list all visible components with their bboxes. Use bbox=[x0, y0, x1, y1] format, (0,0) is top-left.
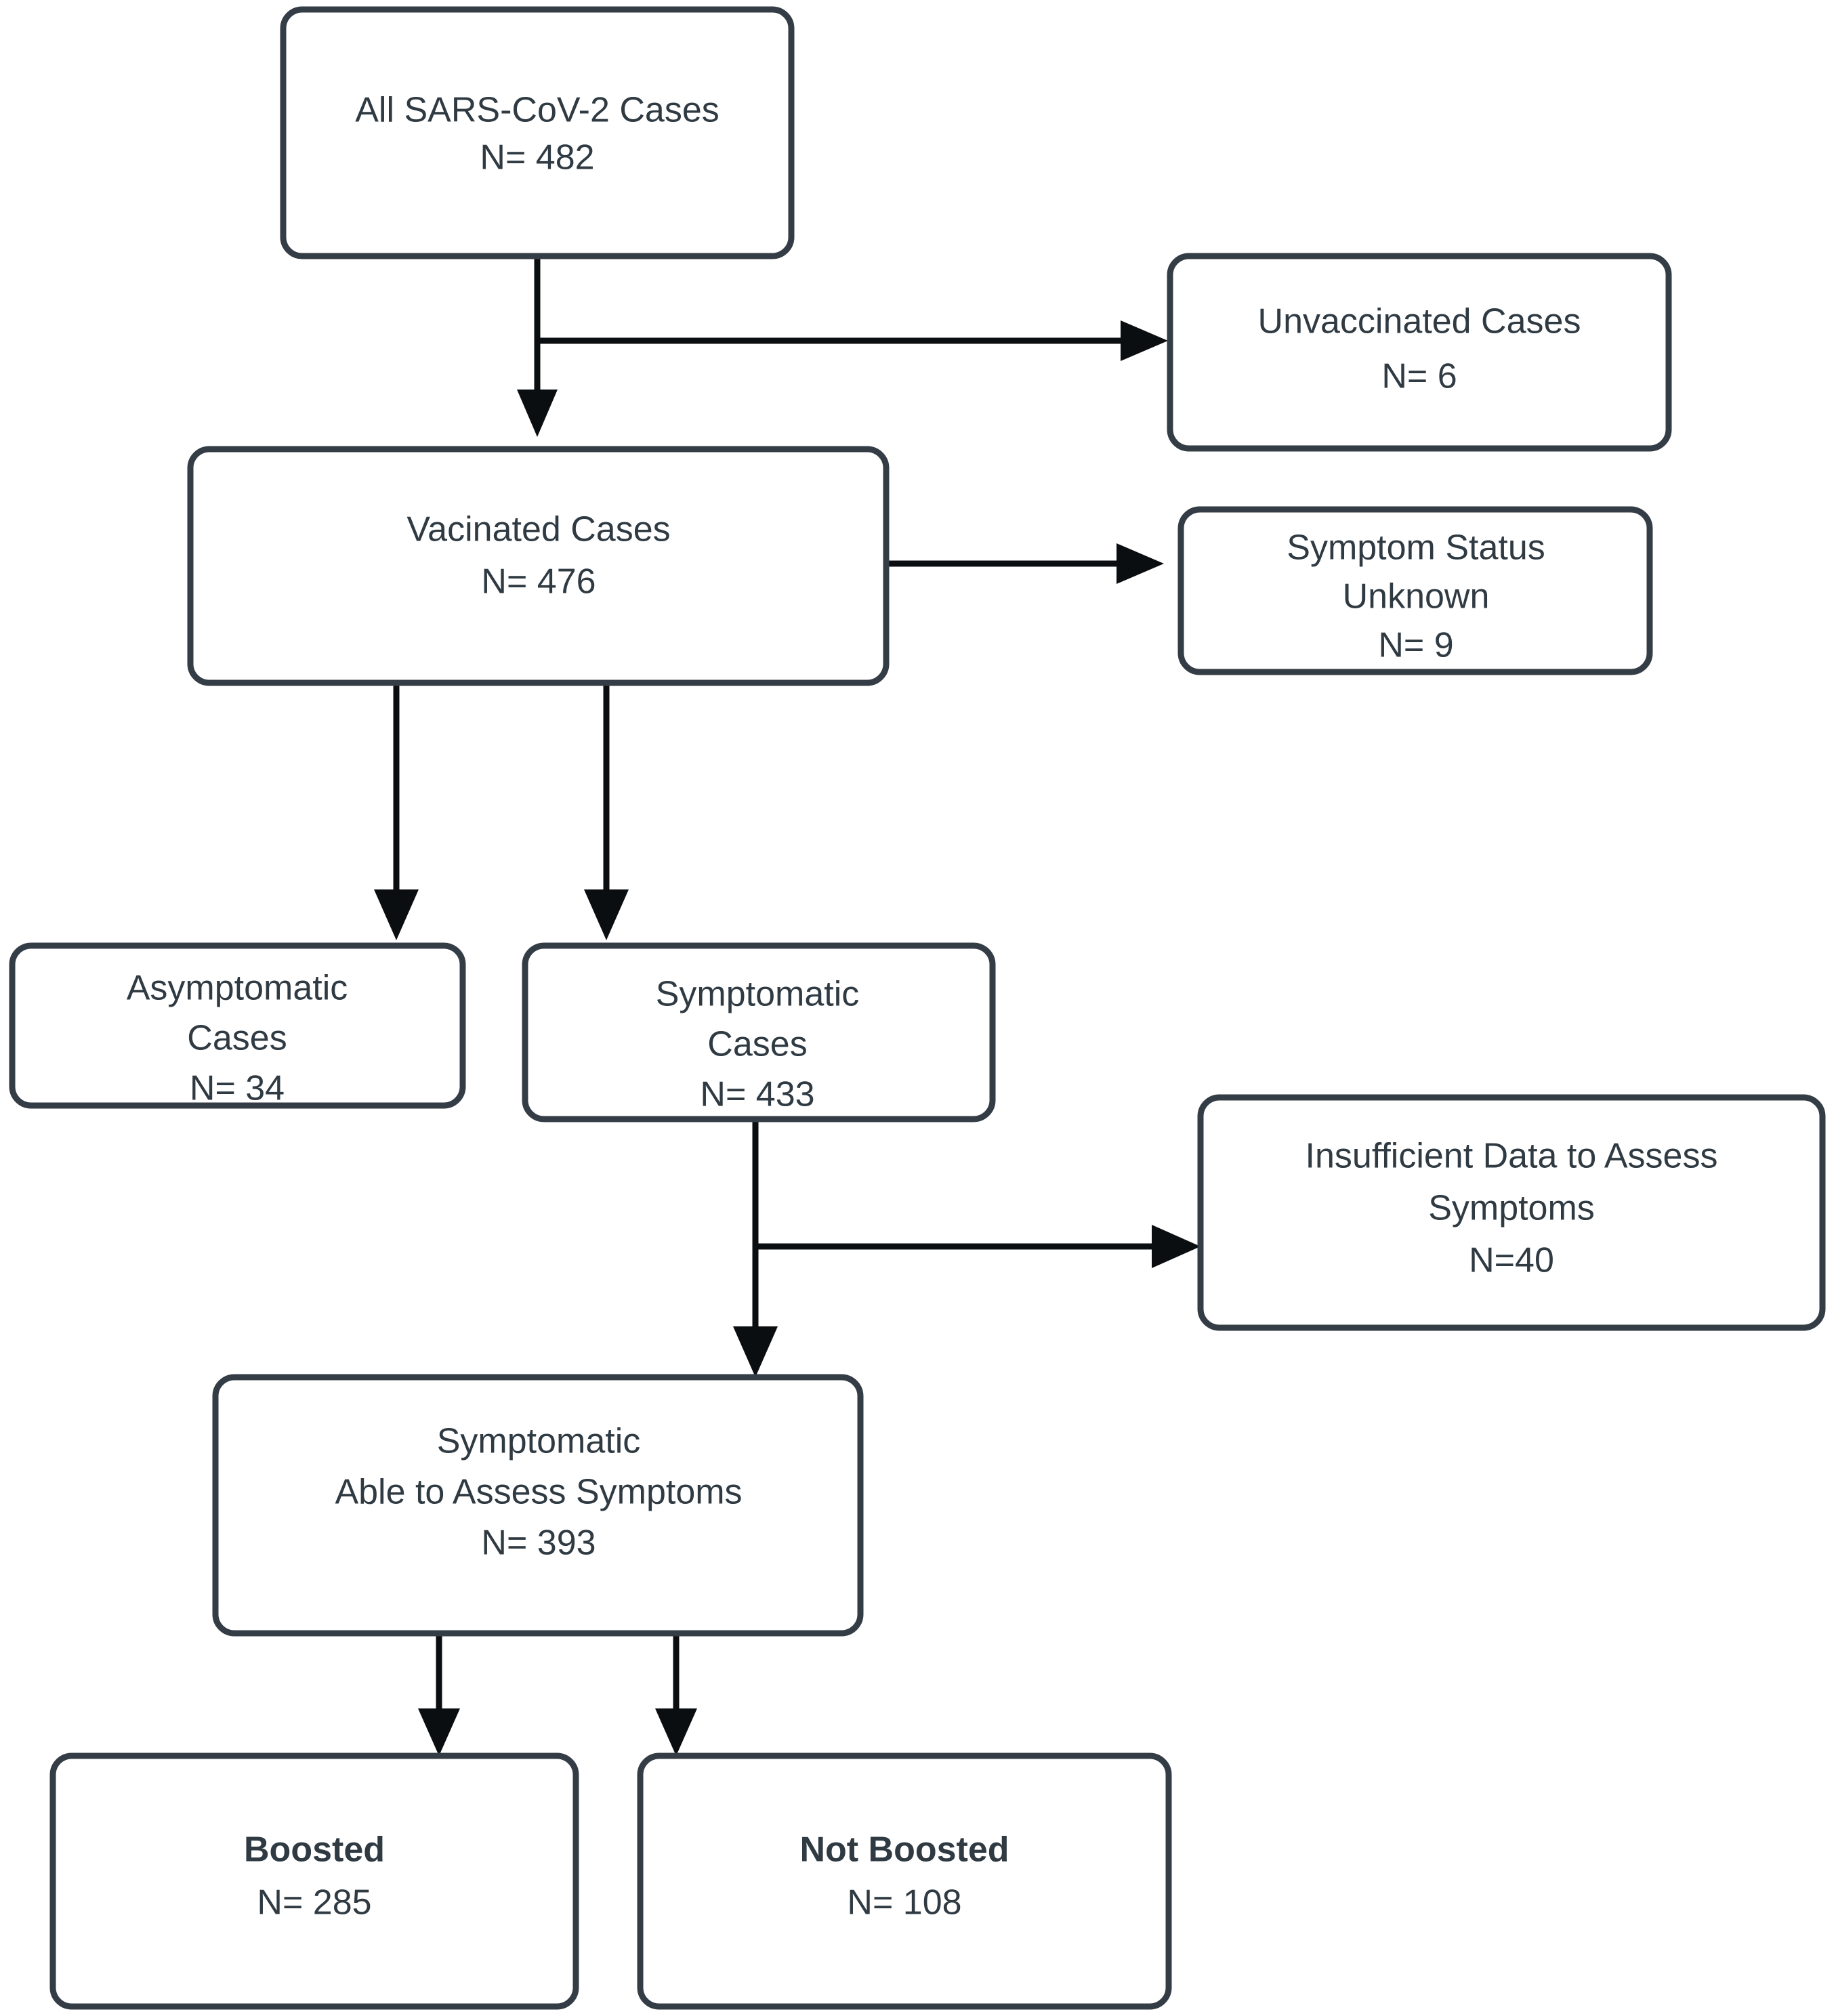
edge-vaccinated-to-unknown bbox=[886, 543, 1164, 584]
node-symptom-status-unknown[interactable]: Symptom Status Unknown N= 9 bbox=[1177, 506, 1653, 675]
node-unknown-line-2: N= 9 bbox=[1378, 626, 1453, 665]
node-unvaccinated-box[interactable] bbox=[1167, 253, 1672, 452]
node-vaccinated-box[interactable] bbox=[187, 446, 890, 686]
node-assessable-line-2: N= 393 bbox=[481, 1524, 596, 1563]
node-assessable-line-1: Able to Assess Symptoms bbox=[335, 1473, 742, 1512]
edge-symptomatic-to-assessable bbox=[733, 1119, 778, 1377]
node-boosted[interactable]: Boosted N= 285 bbox=[49, 1752, 579, 2010]
node-symptomatic-box[interactable] bbox=[522, 942, 996, 1122]
node-unvaccinated-line-1: N= 6 bbox=[1381, 357, 1457, 396]
node-asymptomatic-line-0: Asymptomatic bbox=[127, 969, 348, 1008]
node-asymptomatic[interactable]: Asymptomatic Cases N= 34 bbox=[9, 942, 466, 1109]
node-assessable-line-0: Symptomatic bbox=[437, 1422, 641, 1461]
node-insufficient-data[interactable]: Insufficient Data to Assess Symptoms N=4… bbox=[1197, 1094, 1826, 1331]
node-symptom-status-unknown-box[interactable] bbox=[1177, 506, 1653, 675]
edge-assessable-to-boosted bbox=[418, 1634, 460, 1756]
node-all-cases-box[interactable] bbox=[280, 6, 795, 259]
node-vaccinated-line-0: Vacinated Cases bbox=[406, 510, 670, 549]
edge-assessable-to-not-boosted bbox=[655, 1634, 697, 1756]
node-vaccinated[interactable]: Vacinated Cases N= 476 bbox=[187, 446, 890, 686]
node-unvaccinated[interactable]: Unvaccinated Cases N= 6 bbox=[1167, 253, 1672, 452]
node-not-boosted-box[interactable] bbox=[637, 1752, 1172, 2010]
node-insufficient-line-1: Symptoms bbox=[1428, 1189, 1595, 1228]
node-unknown-line-1: Unknown bbox=[1343, 577, 1490, 616]
node-all-cases[interactable]: All SARS-CoV-2 Cases N= 482 bbox=[280, 6, 795, 259]
node-vaccinated-line-1: N= 476 bbox=[481, 562, 596, 602]
node-symptomatic-assessable[interactable]: Symptomatic Able to Assess Symptoms N= 3… bbox=[212, 1374, 864, 1637]
edge-vaccinated-to-symptomatic bbox=[584, 683, 629, 940]
edge-all-cases-to-unvaccinated bbox=[537, 320, 1168, 361]
node-symptomatic[interactable]: Symptomatic Cases N= 433 bbox=[522, 942, 996, 1122]
node-asymptomatic-box[interactable] bbox=[9, 942, 466, 1109]
node-not-boosted-line-0: Not Boosted bbox=[799, 1830, 1009, 1870]
node-insufficient-line-0: Insufficient Data to Assess bbox=[1306, 1137, 1718, 1176]
node-not-boosted[interactable]: Not Boosted N= 108 bbox=[637, 1752, 1172, 2010]
node-symptomatic-line-1: Cases bbox=[707, 1025, 807, 1064]
node-boosted-line-0: Boosted bbox=[244, 1830, 385, 1870]
node-unknown-line-0: Symptom Status bbox=[1287, 528, 1545, 568]
node-symptomatic-line-0: Symptomatic bbox=[656, 975, 860, 1014]
node-boosted-box[interactable] bbox=[49, 1752, 579, 2010]
edge-vaccinated-to-asymptomatic bbox=[374, 683, 419, 940]
node-all-cases-line-1: N= 482 bbox=[480, 138, 594, 177]
node-unvaccinated-line-0: Unvaccinated Cases bbox=[1258, 302, 1581, 341]
node-boosted-line-1: N= 285 bbox=[257, 1883, 371, 1923]
node-asymptomatic-line-1: Cases bbox=[187, 1019, 287, 1058]
node-symptomatic-assessable-box[interactable] bbox=[212, 1374, 864, 1637]
edge-all-cases-to-vaccinated bbox=[517, 256, 558, 437]
edge-symptomatic-to-insufficient bbox=[755, 1225, 1201, 1268]
node-insufficient-line-2: N=40 bbox=[1469, 1241, 1554, 1280]
node-asymptomatic-line-2: N= 34 bbox=[190, 1069, 285, 1108]
node-not-boosted-line-1: N= 108 bbox=[847, 1883, 961, 1923]
node-insufficient-data-box[interactable] bbox=[1197, 1094, 1826, 1331]
node-symptomatic-line-2: N= 433 bbox=[700, 1075, 814, 1114]
node-all-cases-line-0: All SARS-CoV-2 Cases bbox=[355, 91, 719, 130]
